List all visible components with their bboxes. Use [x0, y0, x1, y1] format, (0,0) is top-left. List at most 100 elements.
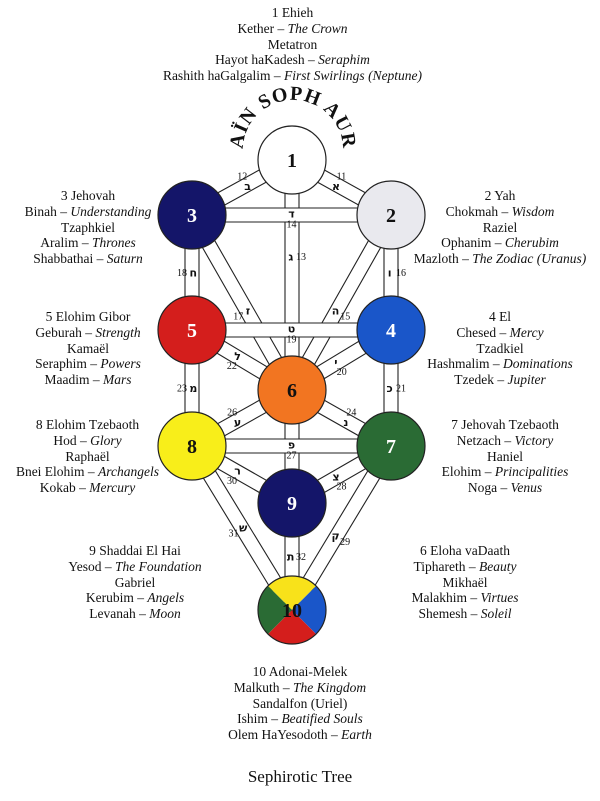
sephirah-number: 3 [187, 205, 197, 227]
label-sephirah-10: 10 Adonai-Melek Malkuth – The Kingdom Sa… [180, 664, 420, 743]
sephirah-4: 4 [356, 295, 426, 365]
path-13: 13ג [284, 159, 306, 391]
label-italic: The Foundation [115, 558, 202, 574]
label-italic: Strength [95, 324, 141, 340]
label-italic: The Kingdom [293, 679, 367, 695]
path-hebrew-letter: צ [332, 470, 339, 483]
label-italic: Principalities [494, 464, 569, 480]
sephirah-number: 5 [187, 320, 197, 342]
sephirah-quarter [258, 586, 292, 634]
path-number: 26 [227, 408, 237, 419]
label-italic: Mars [102, 372, 132, 388]
label-line: Sandalfon (Uriel) [252, 695, 348, 711]
sephirah-1: 1 [257, 125, 327, 195]
path-hebrew-letter: א [332, 180, 340, 193]
path-hebrew-letter: נ [343, 416, 348, 429]
sephirah-number: 2 [386, 205, 396, 227]
label-line: Malkuth – [233, 679, 294, 695]
path-hebrew-letter: ד [288, 208, 294, 221]
sephirah-10: 10 [257, 575, 327, 645]
label-italic: Moon [149, 606, 181, 622]
label-italic: Thrones [91, 235, 136, 251]
path-number: 12 [237, 172, 247, 183]
label-sephirah-3: 3 Jehovah Binah – Understanding Tzaphkie… [8, 188, 168, 267]
path-hebrew-letter: ק [331, 530, 339, 543]
label-line: 5 Elohim Gibor [45, 309, 131, 324]
label-sephirah-7: 7 Jehovah Tzebaoth Netzach – Victory Han… [420, 417, 590, 496]
label-italic: Archangels [98, 464, 160, 480]
label-line: Hashmalim – [427, 356, 503, 372]
sephirah-number: 7 [386, 436, 396, 458]
label-line: Hayot haKadesh – [215, 52, 319, 68]
label-line: Tzaphkiel [61, 219, 115, 235]
label-line: 4 El [488, 309, 512, 324]
sephirah-number: 6 [287, 380, 297, 402]
label-line: 2 Yah [484, 188, 516, 203]
path-number: 23 [177, 384, 187, 395]
path-number: 28 [337, 482, 347, 493]
label-sephirah-6: 6 Eloha vaDaath Tiphareth – Beauty Mikha… [380, 543, 550, 622]
label-italic: Understanding [70, 203, 152, 219]
path-number: 31 [229, 529, 239, 540]
label-line: Seraphim – [35, 356, 101, 372]
sephirah-disk [157, 295, 227, 365]
path-hebrew-letter: ת [287, 551, 295, 564]
label-line: Kerubim – [85, 590, 148, 606]
path-number: 22 [227, 361, 237, 372]
label-line: Shabbathai – [33, 251, 107, 267]
path-hebrew-letter: ע [234, 416, 241, 429]
sephirah-number: 10 [282, 600, 302, 622]
label-line: Noga – [467, 480, 511, 496]
path-hebrew-letter: ט [288, 323, 295, 336]
label-italic: Mercy [509, 324, 544, 340]
label-line: 10 Adonai-Melek [252, 664, 348, 679]
sephirah-8: 8 [157, 411, 227, 481]
label-line: 3 Jehovah [60, 188, 116, 203]
label-italic: Cherubim [504, 235, 559, 251]
label-italic: Virtues [480, 590, 519, 606]
sephirah-disk [257, 468, 327, 538]
label-line: Ophanim – [441, 235, 505, 251]
sephirah-disk [257, 355, 327, 425]
label-line: 7 Jehovah Tzebaoth [451, 417, 559, 432]
label-italic: The Zodiac (Uranus) [472, 251, 587, 267]
label-line: 8 Elohim Tzebaoth [35, 417, 140, 432]
path-number: 14 [287, 220, 297, 231]
label-sephirah-9: 9 Shaddai El Hai Yesod – The Foundation … [50, 543, 220, 622]
path-hebrew-letter: ש [239, 521, 248, 534]
label-line: Raphaël [65, 448, 110, 464]
label-italic: Venus [510, 480, 543, 496]
path-number: 11 [337, 172, 347, 183]
label-line: Tiphareth – [413, 558, 480, 574]
label-line: Levanah – [89, 606, 150, 622]
path-number: 32 [296, 552, 306, 563]
path-hebrew-letter: י [334, 356, 337, 369]
label-line: Ishim – [237, 711, 282, 727]
path-number: 30 [227, 476, 237, 487]
sephirah-disk [356, 180, 426, 250]
label-line: Yesod – [68, 558, 116, 574]
sephirah-disk [356, 295, 426, 365]
label-sephirah-8: 8 Elohim Tzebaoth Hod – Glory Raphaël Bn… [5, 417, 170, 496]
label-line: Tzedek – [454, 372, 508, 388]
label-italic: Beauty [479, 558, 517, 574]
path-hebrew-letter: ה [332, 305, 340, 318]
sephirah-6: 6 [257, 355, 327, 425]
label-italic: Wisdom [511, 203, 555, 219]
path-hebrew-letter: ב [244, 180, 251, 193]
sephirah-number: 1 [287, 150, 297, 172]
sephirah-quarter [268, 610, 316, 644]
path-hebrew-letter: ו [388, 267, 392, 280]
path-number: 29 [340, 537, 350, 548]
path-hebrew-letter: מ [189, 382, 197, 395]
label-line: Geburah – [35, 324, 96, 340]
label-line: 9 Shaddai El Hai [89, 543, 181, 558]
label-italic: Earth [341, 727, 372, 743]
label-sephirah-5: 5 Elohim Gibor Geburah – Strength Kamaël… [8, 309, 168, 388]
label-line: Netzach – [456, 432, 515, 448]
sephirah-disk [356, 411, 426, 481]
sephirah-2: 2 [356, 180, 426, 250]
sephirah-7: 7 [356, 411, 426, 481]
sephirah-quarter [268, 576, 316, 610]
